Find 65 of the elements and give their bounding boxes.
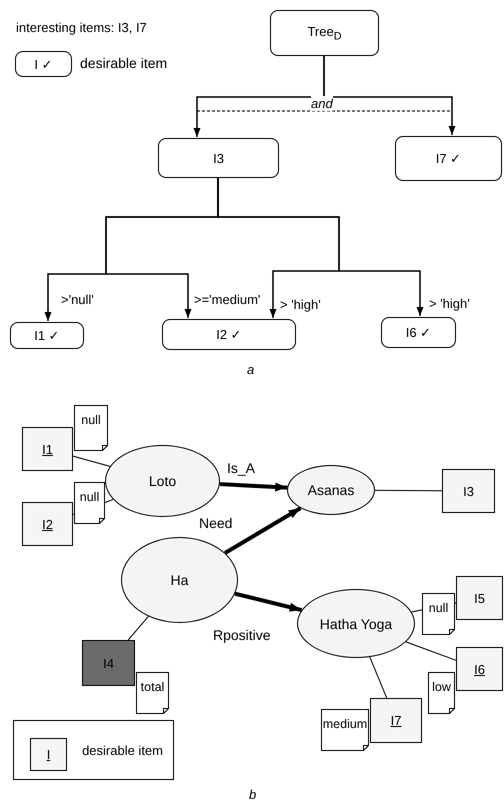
node-label: Asanas [308, 482, 354, 498]
node-label: I1 ✓ [34, 328, 60, 343]
note-card: low [428, 672, 455, 714]
legend-text: desirable item [80, 55, 168, 71]
node-label: Hatha Yoga [320, 616, 392, 632]
node-label: I1 [42, 442, 53, 456]
panel-label: b [249, 787, 256, 802]
edge-label: >='medium' [193, 292, 262, 307]
connector-line [405, 641, 456, 661]
node-label: I6 ✓ [406, 325, 432, 340]
item-box [22, 502, 73, 546]
rounded-box [158, 138, 279, 178]
note-card: null [74, 405, 108, 451]
item-box [442, 469, 495, 513]
rounded-box [15, 51, 72, 77]
connector-line [72, 456, 110, 467]
rounded-box [395, 136, 502, 181]
rounded-box [162, 319, 296, 350]
item-box [30, 738, 67, 771]
rounded-box [270, 10, 379, 56]
node-label: I3 [213, 150, 224, 166]
node-label: I3 [463, 484, 474, 498]
rounded-box [10, 322, 84, 349]
edge-label: > 'high' [279, 297, 322, 312]
edge-label: Is_A [226, 461, 256, 476]
header-note: interesting items: I3, I7 [16, 20, 147, 35]
node-label: Loto [148, 473, 176, 489]
item-box [22, 427, 73, 471]
node-label: I7 [390, 713, 402, 728]
note-card: null [422, 593, 455, 635]
node-label: I2 ✓ [216, 327, 242, 342]
node-label: I2 [42, 516, 53, 532]
node-label: Ha [170, 572, 188, 588]
connector-line [374, 490, 442, 492]
node-label: I7 ✓ [436, 151, 462, 166]
edge-label: Need [198, 516, 234, 531]
edge-label: >'null' [60, 292, 95, 307]
node-label: I ✓ [34, 56, 53, 72]
panel-label: a [247, 362, 254, 377]
arrow [217, 178, 424, 316]
node-label: I6 [474, 662, 485, 676]
item-box [456, 576, 503, 620]
legend-frame [13, 720, 174, 780]
arrow [224, 506, 302, 555]
note-card: total [136, 672, 169, 714]
node-label: Tree$_{D}$ [307, 24, 342, 42]
node-label: desirable item [82, 742, 163, 758]
node-label: I [46, 747, 50, 762]
connector-line [369, 656, 388, 698]
item-box [456, 647, 503, 691]
edge-label: Rpositive [212, 628, 272, 643]
node-label: I4 [103, 656, 114, 670]
arrow [323, 56, 456, 135]
connector-line [128, 616, 149, 640]
concept-ellipse [287, 465, 375, 515]
and-label: and [311, 96, 333, 111]
edge-label: > 'high' [428, 296, 471, 311]
node-label: I5 [474, 590, 485, 606]
arrow [234, 592, 302, 612]
note-card: null [74, 482, 105, 524]
item-box [82, 640, 135, 686]
item-box [370, 698, 422, 743]
rounded-box [381, 317, 456, 348]
note-card: medium [321, 709, 369, 751]
arrow [220, 482, 288, 492]
